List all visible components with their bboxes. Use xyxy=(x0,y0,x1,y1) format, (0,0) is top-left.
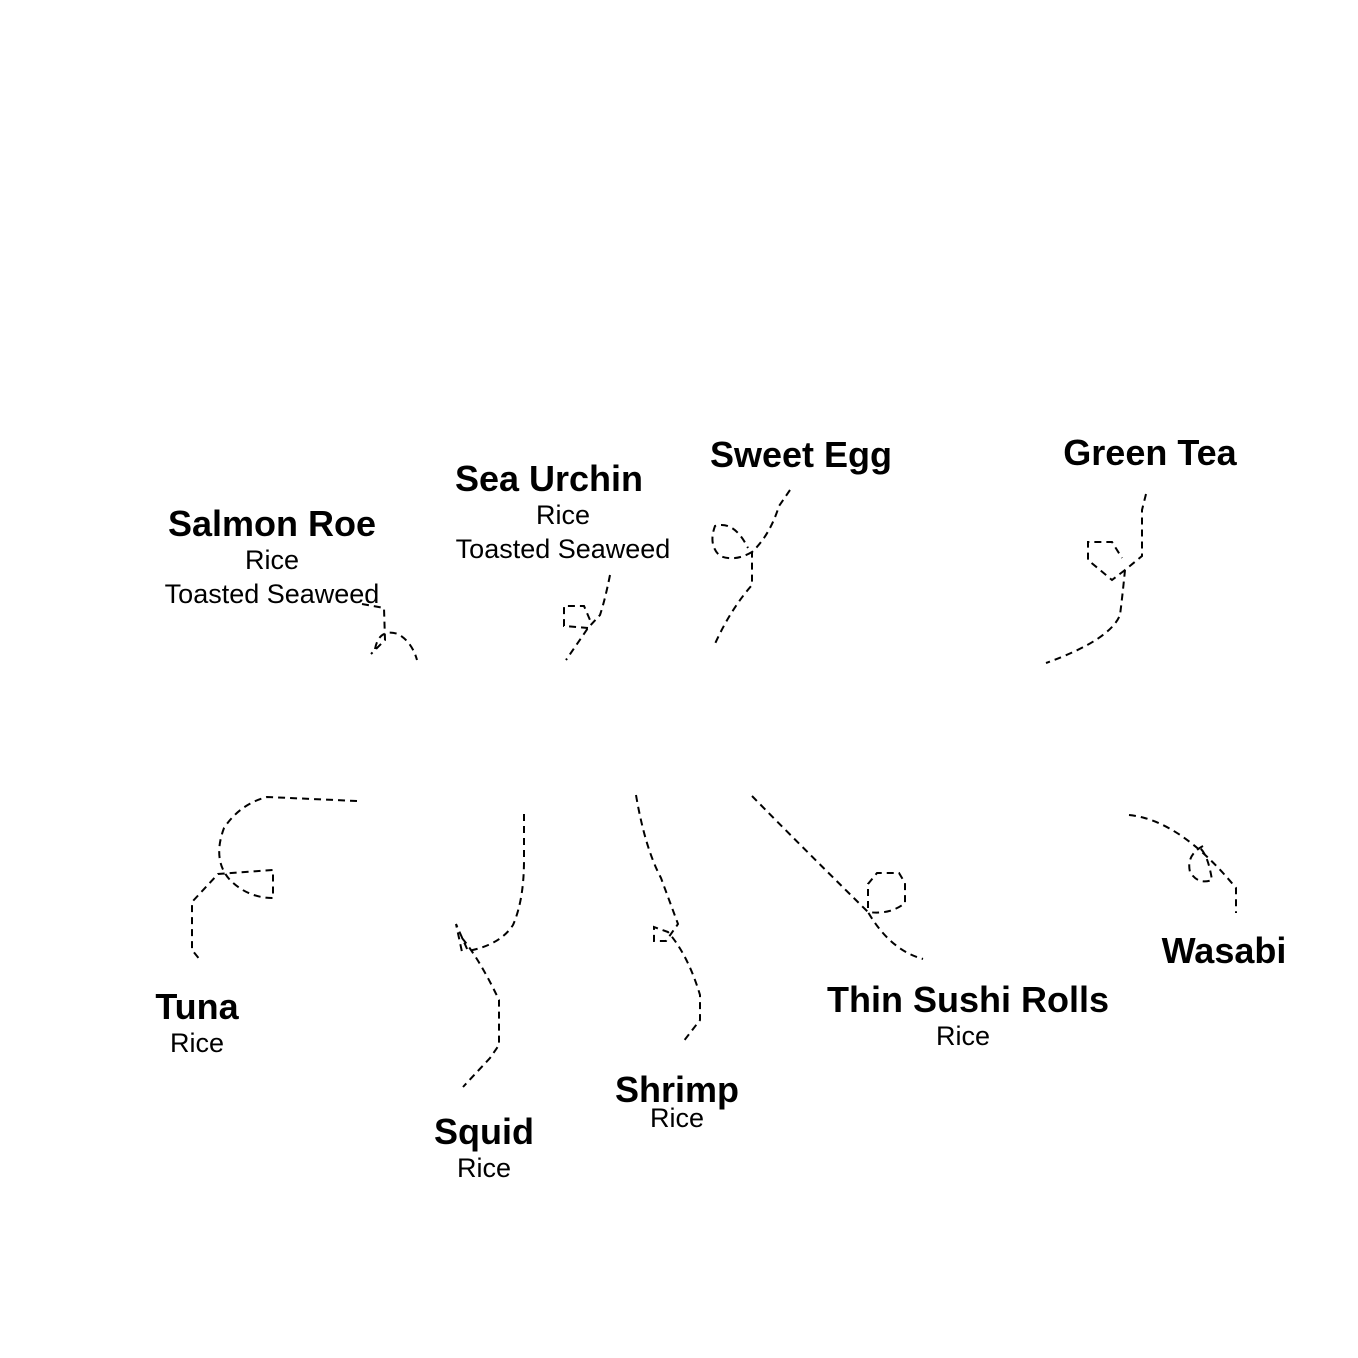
tuna-title: Tuna xyxy=(155,986,239,1027)
leader-shrimp xyxy=(635,794,701,1043)
leader-thin-sushi-rolls xyxy=(751,795,924,960)
sea-urchin-node: Sea Urchin Rice Toasted Seaweed xyxy=(428,458,671,566)
leader-squid xyxy=(455,814,525,1088)
leader-wasabi xyxy=(1128,814,1237,913)
shrimp-ingredient-rice: Rice xyxy=(649,1103,705,1133)
sweet-egg-node: Sweet Egg xyxy=(710,436,892,474)
leader-salmon-roe xyxy=(361,603,418,661)
thin-sushi-rolls-node: Thin Sushi Rolls Rice xyxy=(827,981,1109,1053)
squid-ingredient-rice: Rice xyxy=(456,1153,512,1183)
thin-sushi-rolls-title: Thin Sushi Rolls xyxy=(826,979,1110,1020)
squid-title: Squid xyxy=(434,1111,534,1152)
salmon-roe-title: Salmon Roe xyxy=(167,503,377,544)
green-tea-node: Green Tea xyxy=(1063,434,1236,472)
green-tea-title: Green Tea xyxy=(1063,432,1237,473)
sea-urchin-ingredient-rice: Rice xyxy=(535,500,590,530)
salmon-roe-ingredient-seaweed: Toasted Seaweed xyxy=(164,579,380,609)
shrimp-node: Shrimp Rice xyxy=(615,1071,739,1135)
shrimp-title: Shrimp xyxy=(614,1069,740,1110)
sweet-egg-title: Sweet Egg xyxy=(709,434,893,475)
salmon-roe-ingredient-rice: Rice xyxy=(244,545,299,575)
leader-sweet-egg xyxy=(711,489,791,647)
squid-node: Squid Rice xyxy=(434,1113,534,1185)
salmon-roe-node: Salmon Roe Rice Toasted Seaweed xyxy=(165,505,380,611)
leader-tuna xyxy=(191,795,358,962)
sea-urchin-title: Sea Urchin xyxy=(454,458,644,499)
leader-sea-urchin xyxy=(563,574,611,661)
tuna-ingredient-rice: Rice xyxy=(169,1028,225,1058)
sea-urchin-ingredient-seaweed: Toasted Seaweed xyxy=(455,534,671,564)
wasabi-title: Wasabi xyxy=(1161,930,1287,971)
wasabi-node: Wasabi xyxy=(1162,932,1287,970)
leader-green-tea xyxy=(1045,493,1147,664)
tuna-node: Tuna Rice xyxy=(155,988,238,1060)
thin-sushi-rolls-ingredient-rice: Rice xyxy=(935,1021,991,1051)
